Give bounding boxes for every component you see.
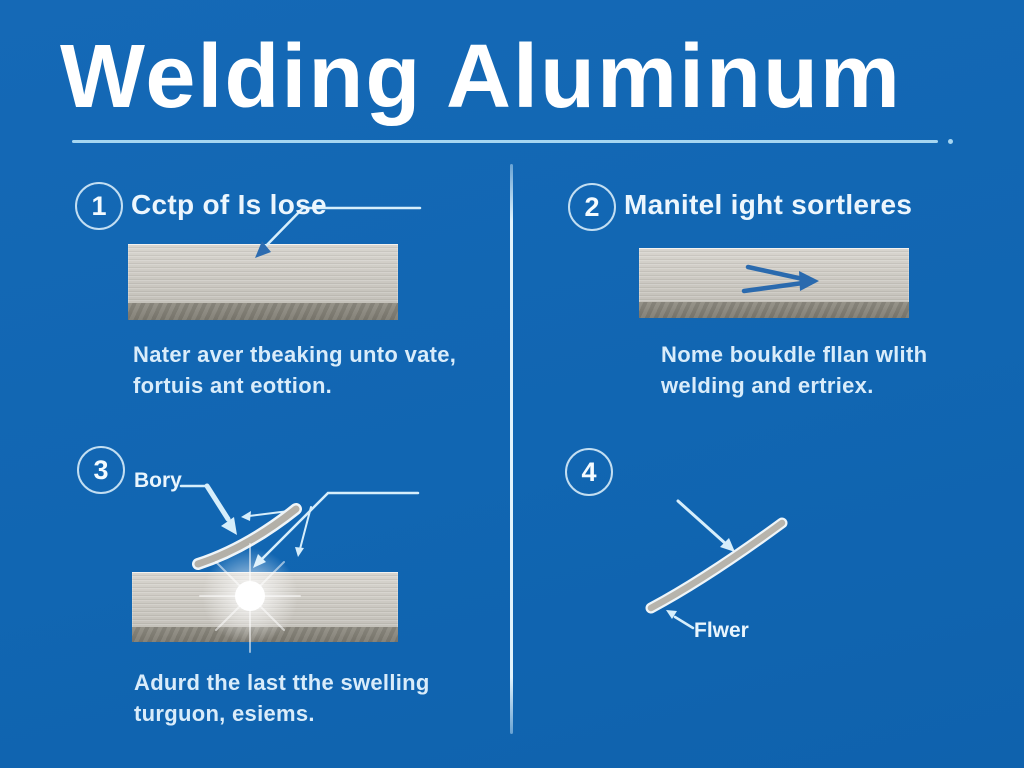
step-4-badge: 4 [565,448,613,496]
bory-arrow-icon [179,483,237,535]
metal-plate-2-edge [639,302,909,318]
down-arrow-icon [295,506,312,557]
metal-plate-2 [639,248,909,318]
page-title: Welding Aluminum [60,27,902,127]
metal-plate-3 [132,572,398,642]
step-1-badge: 1 [75,182,123,230]
welding-rod-3 [192,503,302,570]
step-3-description: Adurd the last tthe swelling turguon, es… [134,670,430,727]
title-underline-dot [948,139,953,144]
metal-plate-3-edge [132,627,398,642]
step-3-badge: 3 [77,446,125,494]
step-1-heading: Cctp of Is lose [131,189,327,220]
left-arrow-icon [241,510,290,521]
metal-plate-1 [128,244,398,320]
column-divider [510,164,513,734]
long-leader-arrow-icon [253,491,420,568]
welding-rod-4 [645,517,788,614]
metal-plate-1-edge [128,303,398,320]
step-2-heading: Manitel ight sortleres [624,189,913,220]
step-2-badge: 2 [568,183,616,231]
flwer-label: Flwer [694,619,749,642]
title-underline [72,140,938,143]
pointer-arrow-icon [676,499,735,552]
bory-label: Bory [134,469,182,492]
flwer-arrow-icon [666,610,695,630]
step-1-description: Nater aver tbeaking unto vate, fortuis a… [133,342,457,399]
step-2-description: Nome boukdle fllan wlith welding and ert… [661,342,928,399]
